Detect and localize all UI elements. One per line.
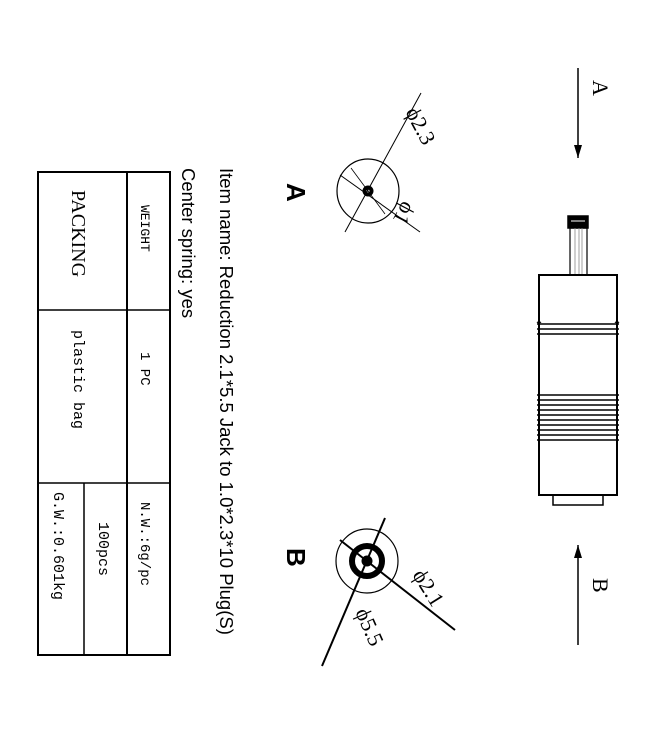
arrow-down-icon [574, 145, 582, 158]
packing-label: PACKING [67, 190, 89, 277]
net-weight: N.W.:6g/pc [136, 502, 152, 586]
dim-b-inner: ϕ2.1 [408, 564, 450, 610]
dim-b-outer: ϕ5.5 [350, 604, 389, 650]
arrow-b-label: B [588, 578, 613, 593]
spec-table: WEIGHT 1 PC N.W.:6g/pc PACKING plastic b… [37, 171, 171, 656]
item-name-text: Item name: Reduction 2.1*5.5 Jack to 1.0… [216, 168, 237, 635]
view-b-label: B [281, 548, 311, 567]
packing-value: plastic bag [69, 330, 86, 429]
weight-value: 1 PC [136, 352, 152, 386]
end-view-a: ϕ2.3 ϕ1 A [281, 92, 441, 233]
center-spring-text: Center spring: yes [178, 168, 199, 318]
view-arrow-a: A [574, 68, 613, 158]
view-arrow-b: B [574, 545, 613, 645]
view-a-label: A [281, 183, 311, 202]
gross-weight: G.W.:0.601kg [49, 492, 66, 600]
adapter-side-view [536, 215, 620, 506]
end-view-b: ϕ2.1 ϕ5.5 B [281, 517, 456, 667]
dim-a-outer: ϕ2.3 [401, 103, 441, 149]
arrow-up-icon [574, 545, 582, 558]
quantity: 100pcs [94, 522, 111, 576]
arrow-a-label: A [588, 80, 613, 96]
weight-label: WEIGHT [137, 205, 152, 252]
dim-a-inner: ϕ1 [388, 198, 421, 230]
